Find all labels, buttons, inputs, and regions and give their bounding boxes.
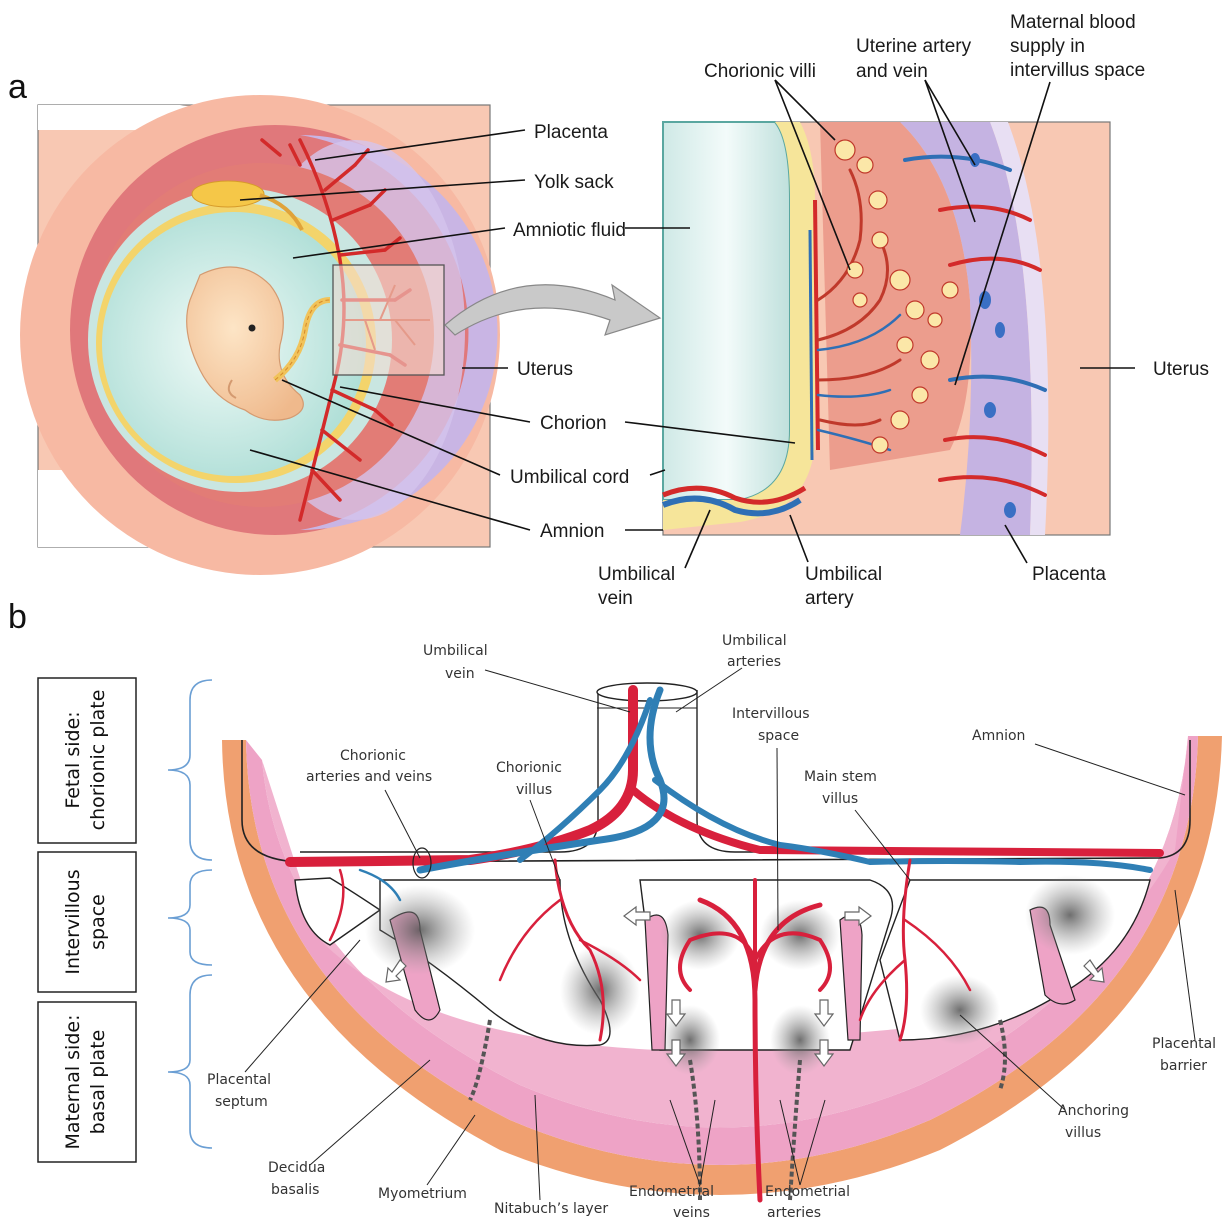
panel-a-left-illustration bbox=[20, 95, 500, 575]
b-umbilical-arteries-2: arteries bbox=[727, 654, 781, 670]
label-maternal-2: supply in bbox=[1010, 36, 1085, 57]
side-intervillous-1: Intervillous bbox=[62, 869, 84, 974]
panel-a-right-illustration bbox=[663, 122, 1110, 535]
b-placental-septum-2: septum bbox=[215, 1094, 268, 1110]
b-endo-arteries-1: Endometrial bbox=[765, 1184, 850, 1200]
b-endo-arteries-2: arteries bbox=[767, 1205, 821, 1221]
label-uterus-right: Uterus bbox=[1153, 359, 1209, 380]
label-umbilical-cord: Umbilical cord bbox=[510, 467, 629, 488]
b-nitabuch: Nitabuch’s layer bbox=[494, 1201, 608, 1217]
label-umbilical-vein-2: vein bbox=[598, 588, 633, 609]
label-amnion: Amnion bbox=[540, 521, 604, 542]
b-intervillous-2: space bbox=[758, 728, 799, 744]
panel-a-letter: a bbox=[8, 68, 27, 106]
b-umbilical-vein-1: Umbilical bbox=[423, 643, 488, 659]
label-umbilical-artery-1: Umbilical bbox=[805, 564, 882, 585]
label-chorion: Chorion bbox=[540, 413, 607, 434]
side-maternal-2: basal plate bbox=[87, 1030, 109, 1135]
b-main-stem-2: villus bbox=[822, 791, 858, 807]
b-myometrium: Myometrium bbox=[378, 1186, 467, 1202]
b-chorionic-av-1: Chorionic bbox=[340, 748, 406, 764]
b-intervillous-1: Intervillous bbox=[732, 706, 810, 722]
b-placental-barrier-2: barrier bbox=[1160, 1058, 1207, 1074]
label-uterine-artery-2: and vein bbox=[856, 61, 928, 82]
b-anchoring-2: villus bbox=[1065, 1125, 1101, 1141]
label-umbilical-artery-2: artery bbox=[805, 588, 854, 609]
side-maternal-1: Maternal side: bbox=[62, 1015, 84, 1150]
label-maternal-1: Maternal blood bbox=[1010, 12, 1136, 33]
side-boxes: Fetal side: chorionic plate Intervillous… bbox=[38, 678, 136, 1162]
b-chorionic-villus-2: villus bbox=[516, 782, 552, 798]
b-placental-septum-1: Placental bbox=[207, 1072, 271, 1088]
b-umbilical-vein-2: vein bbox=[445, 666, 475, 682]
b-placental-barrier-1: Placental bbox=[1152, 1036, 1216, 1052]
b-main-stem-1: Main stem bbox=[804, 769, 877, 785]
label-placenta-right: Placenta bbox=[1032, 564, 1106, 585]
b-umbilical-arteries-1: Umbilical bbox=[722, 633, 787, 649]
b-chorionic-av-2: arteries and veins bbox=[306, 769, 432, 785]
side-intervillous-2: space bbox=[87, 894, 109, 950]
label-chorionic-villi: Chorionic villi bbox=[704, 61, 816, 82]
b-decidua-1: Decidua bbox=[268, 1160, 325, 1176]
label-uterus-left: Uterus bbox=[517, 359, 573, 380]
label-uterine-artery-1: Uterine artery bbox=[856, 36, 972, 57]
braces bbox=[168, 680, 212, 1148]
b-anchoring-1: Anchoring bbox=[1058, 1103, 1129, 1119]
b-decidua-2: basalis bbox=[271, 1182, 319, 1198]
panel-b-letter: b bbox=[8, 598, 27, 636]
label-placenta: Placenta bbox=[534, 122, 608, 143]
b-endo-veins-2: veins bbox=[673, 1205, 710, 1221]
label-yolk-sack: Yolk sack bbox=[534, 172, 614, 193]
label-maternal-3: intervillus space bbox=[1010, 60, 1145, 81]
b-endo-veins-1: Endometrial bbox=[629, 1184, 714, 1200]
label-umbilical-vein-1: Umbilical bbox=[598, 564, 675, 585]
b-amnion: Amnion bbox=[972, 728, 1025, 744]
b-chorionic-villus-1: Chorionic bbox=[496, 760, 562, 776]
side-fetal-1: Fetal side: bbox=[62, 711, 84, 808]
side-fetal-2: chorionic plate bbox=[87, 690, 109, 831]
label-amniotic-fluid: Amniotic fluid bbox=[513, 220, 626, 241]
